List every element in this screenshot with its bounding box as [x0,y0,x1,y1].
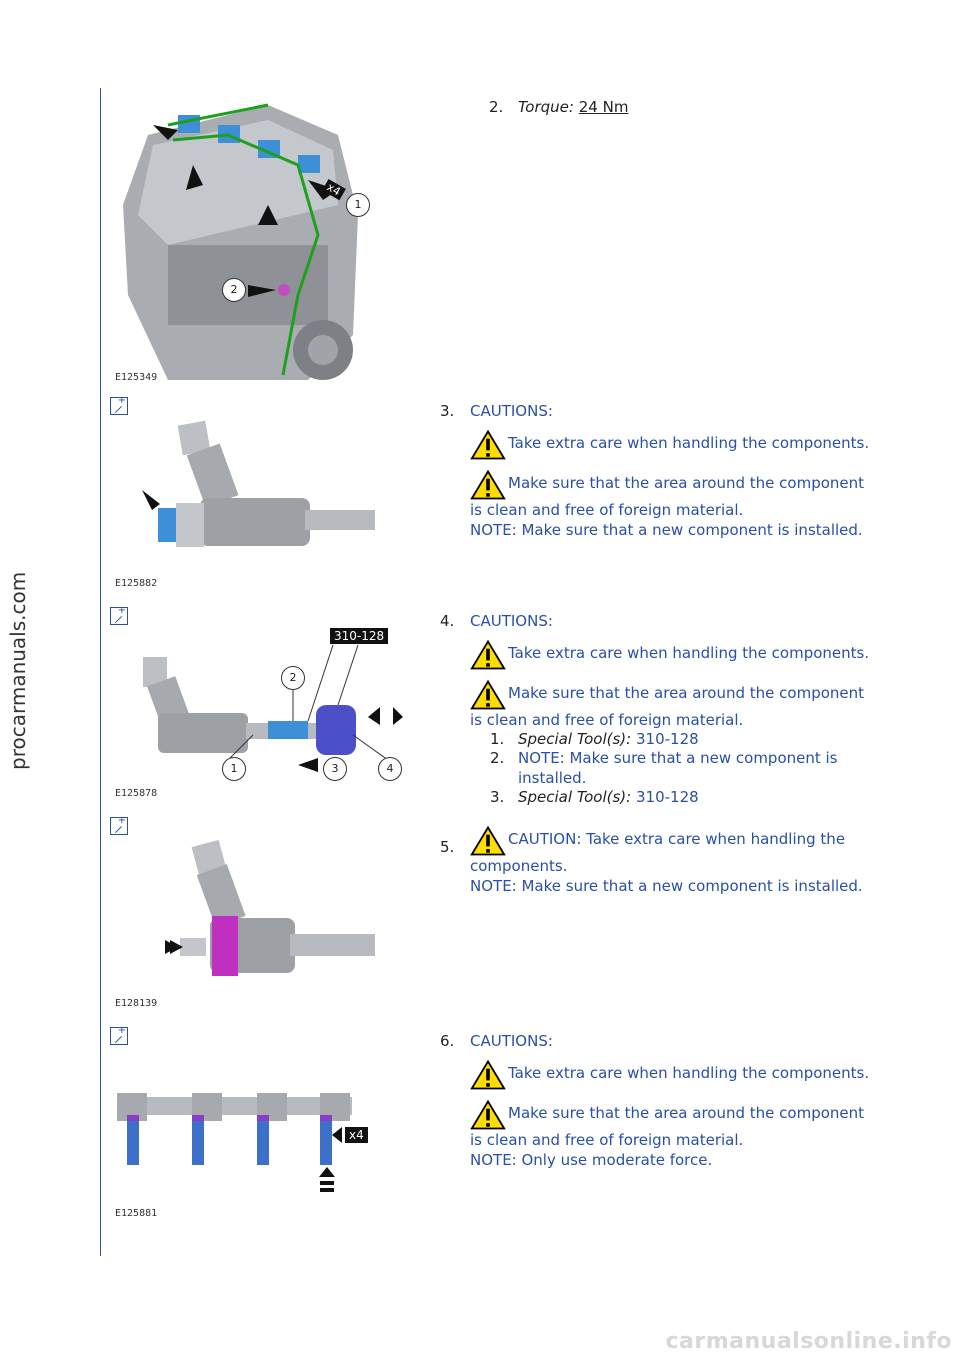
caution-handling: Take extra care when handling the compon… [470,1055,872,1091]
figure-special-tool: 310-128 1 2 3 4 [118,625,408,785]
caution-clean: Make sure that the area around the compo… [470,465,872,501]
caution-handling: CAUTION: Take extra care when handling t… [470,821,872,857]
substep-number: 1. [490,730,505,748]
caution-text: Take extra care when handling the compon… [508,644,870,662]
figure-engine: 1 2 x4 [108,95,378,385]
step-number: 3. [440,402,455,420]
callout-1: 1 [222,757,246,781]
caution-handling: Take extra care when handling the compon… [470,425,872,461]
note-new-component: NOTE: Make sure that a new component is … [470,877,863,895]
cautions-heading: CAUTIONS: [470,612,553,630]
substep-special-tool: Special Tool(s): 310-128 [518,787,872,807]
caution-text: Take extra care when handling the compon… [508,434,870,452]
caution-text: Take extra care when handling the compon… [508,1064,870,1082]
warning-icon [470,469,506,501]
figure-fuel-rail: x4 [112,1085,382,1205]
callout-4: 4 [378,757,402,781]
substep-note-cont: installed. [518,769,587,787]
warning-icon [470,825,506,857]
special-tool-label: Special Tool(s): [518,730,632,748]
figure-injector [140,418,380,558]
note-new-component: NOTE: Make sure that a new component is … [470,521,863,539]
step-number: 5. [440,838,455,856]
warning-icon [470,679,506,711]
substep-special-tool: Special Tool(s): 310-128 [518,729,872,749]
caution-text: CAUTION: Take extra care when handling t… [508,830,846,848]
caution-handling: Take extra care when handling the compon… [470,635,872,671]
substep-number: 2. [490,749,505,767]
cautions-heading: CAUTIONS: [470,1032,553,1050]
caution-cont: components. [470,857,568,875]
special-tool-label: Special Tool(s): [518,788,632,806]
torque-label: Torque: [518,98,574,116]
warning-icon [470,1059,506,1091]
caution-clean-cont: is clean and free of foreign material. [470,711,744,729]
substep-note: NOTE: Make sure that a new component is [518,749,838,767]
caution-clean-cont: is clean and free of foreign material. [470,1131,744,1149]
label-x4: x4 [345,1127,368,1143]
bottom-watermark: carmanualsonline.info [665,1329,952,1354]
margin-rule [100,88,101,1256]
figure-injector-seal [160,838,380,983]
caution-clean-cont: is clean and free of foreign material. [470,501,744,519]
callout-2: 2 [281,666,305,690]
tool-label: 310-128 [330,628,389,644]
warning-icon [470,639,506,671]
note-moderate-force: NOTE: Only use moderate force. [470,1151,713,1169]
warning-icon [470,429,506,461]
side-watermark: procarmanuals.com [6,571,30,770]
figure-code: E125878 [115,788,158,799]
caution-text: Make sure that the area around the compo… [508,474,865,492]
special-tool-link[interactable]: 310-128 [636,788,699,806]
zoom-icon[interactable] [110,605,128,625]
step-number: 6. [440,1032,455,1050]
figure-code: E125349 [115,372,158,383]
special-tool-link[interactable]: 310-128 [636,730,699,748]
zoom-icon[interactable] [110,395,128,415]
zoom-icon[interactable] [110,1025,128,1045]
figure-code: E125881 [115,1208,158,1219]
callout-1: 1 [346,193,370,217]
step-number: 4. [440,612,455,630]
figure-code: E125882 [115,578,158,589]
caution-clean: Make sure that the area around the compo… [470,675,872,711]
callout-2: 2 [222,278,246,302]
figure-code: E128139 [115,998,158,1009]
caution-text: Make sure that the area around the compo… [508,1104,865,1122]
caution-clean: Make sure that the area around the compo… [470,1095,872,1131]
torque-value: 24 Nm [578,98,629,116]
step-number: 2. [489,98,504,116]
caution-text: Make sure that the area around the compo… [508,684,865,702]
zoom-icon[interactable] [110,815,128,835]
torque-spec: Torque: 24 Nm [518,97,920,117]
substep-number: 3. [490,788,505,806]
warning-icon [470,1099,506,1131]
callout-3: 3 [323,757,347,781]
cautions-heading: CAUTIONS: [470,402,553,420]
